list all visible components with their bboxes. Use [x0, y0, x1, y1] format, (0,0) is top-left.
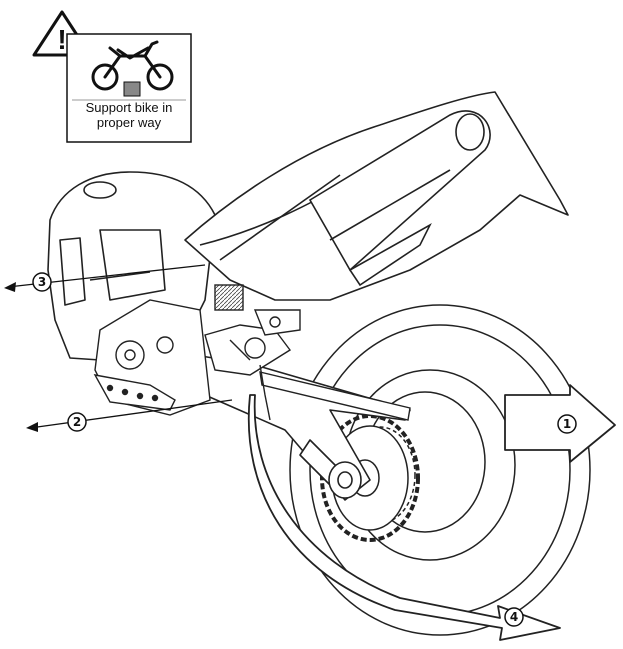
svg-text:4: 4	[510, 610, 518, 624]
callout-4: 4	[504, 607, 524, 627]
caption-line-1: Support bike in	[85, 100, 173, 115]
engine-block	[93, 284, 292, 416]
svg-text:1: 1	[563, 417, 571, 431]
support-bike-caption: Support bike in proper way	[70, 100, 188, 130]
support-bike-sign	[66, 33, 192, 143]
swingarm	[194, 354, 411, 501]
callout-2: 2	[67, 412, 87, 432]
exhaust-muffler	[308, 110, 491, 287]
stand-icon	[123, 81, 141, 97]
callout-3: 3	[32, 272, 52, 292]
svg-text:2: 2	[73, 415, 81, 429]
bike-on-stand-icon	[91, 40, 174, 91]
rear-suspension	[229, 309, 301, 421]
caption-line-2: proper way	[96, 115, 162, 130]
svg-text:3: 3	[38, 275, 46, 289]
arrow-4	[247, 394, 561, 641]
chain-guard	[259, 371, 411, 421]
callout-1: 1	[557, 414, 577, 434]
warning-symbol: !	[57, 24, 66, 55]
arrow-2	[26, 399, 233, 432]
